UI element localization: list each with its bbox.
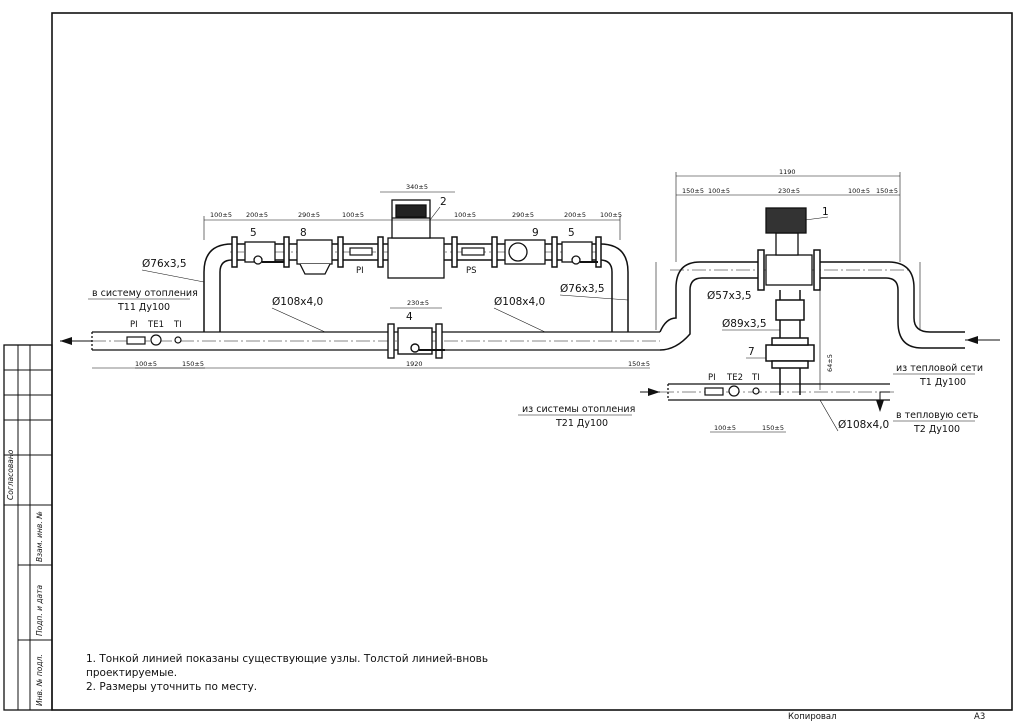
dim-100-f: 100±5	[708, 187, 730, 195]
pos-7: 7	[748, 346, 755, 358]
dim-100-h: 100±5	[714, 424, 736, 432]
pos-9: 9	[532, 227, 539, 239]
right-riser	[599, 243, 629, 332]
stamp-agreed: Согласовано	[6, 449, 15, 500]
arrow-from-heating	[648, 388, 660, 396]
right-flanges	[757, 249, 821, 291]
stamp-sign-date: Подп. и дата	[35, 585, 44, 636]
stamp-copied: Копировал	[788, 712, 837, 722]
ti-lower	[752, 387, 760, 395]
te2-sensor	[728, 385, 740, 397]
arrow-to-heating	[60, 337, 72, 345]
pos-8: 8	[300, 227, 307, 239]
dim-100-a: 100±5	[210, 211, 232, 219]
pi-upper-gauge	[349, 247, 373, 256]
dim-150-d: 150±5	[876, 187, 898, 195]
flow-from-network: из тепловой сети	[896, 363, 983, 374]
dim-1920: 1920	[406, 360, 423, 368]
flow-from-network-code: Т1 Ду100	[919, 377, 966, 388]
pos-5-left: 5	[250, 227, 257, 239]
stamp-column	[3, 344, 53, 711]
check-valve-9	[504, 239, 546, 265]
arrow-from-network	[966, 336, 978, 344]
label-d108-mid: Ø108х4,0	[494, 296, 545, 308]
note-line-3: 2. Размеры уточнить по месту.	[86, 681, 258, 693]
dim-100-b: 100±5	[342, 211, 364, 219]
label-te2: TE2	[726, 373, 743, 383]
dim-340: 340±5	[406, 183, 428, 191]
vertical-stand-7	[765, 290, 815, 395]
stamp-format: А3	[974, 712, 985, 722]
stamp-inv-orig: Инв. № подл.	[35, 654, 44, 706]
dimension-lines	[92, 172, 921, 433]
filter-8	[296, 239, 333, 275]
dim-200-a: 200±5	[246, 211, 268, 219]
dim-290-b: 290±5	[512, 211, 534, 219]
label-te1: TE1	[147, 320, 164, 330]
right-block-pipes	[659, 261, 965, 351]
label-d76-right: Ø76х3,5	[560, 283, 605, 295]
label-ti-lower: TI	[751, 373, 760, 383]
valve-5-left	[244, 241, 284, 265]
pump-2	[387, 199, 445, 279]
ps-upper-gauge	[461, 247, 485, 256]
arrow-to-network	[876, 400, 884, 412]
pos-4: 4	[406, 311, 413, 323]
notes: 1. Тонкой линией показаны существующие у…	[86, 652, 488, 694]
flow-to-network: в тепловую сеть	[896, 410, 979, 421]
pos-2: 2	[440, 196, 447, 208]
valve-5-right	[561, 241, 598, 265]
flow-to-network-code: Т2 Ду100	[913, 424, 960, 435]
flow-from-heating: из системы отопления	[522, 404, 635, 415]
label-pi-lower: PI	[708, 373, 716, 383]
pos-1: 1	[822, 206, 829, 218]
dim-150-a: 150±5	[182, 360, 204, 368]
dim-230-valve: 230±5	[407, 299, 429, 307]
dim-200-b: 200±5	[564, 211, 586, 219]
upper-flanges	[231, 236, 602, 268]
flow-from-heating-code: Т21 Ду100	[555, 418, 608, 429]
dim-100-d: 100±5	[600, 211, 622, 219]
pos-5-right: 5	[568, 227, 575, 239]
dim-230-pump: 230±5	[778, 187, 800, 195]
dim-100-c: 100±5	[454, 211, 476, 219]
label-d108-left: Ø108х4,0	[272, 296, 323, 308]
label-pi-left: PI	[130, 320, 138, 330]
label-ti-left: TI	[173, 320, 182, 330]
dim-290-a: 290±5	[298, 211, 320, 219]
label-pi-upper: PI	[356, 266, 364, 276]
note-line-1: 1. Тонкой линией показаны существующие у…	[86, 653, 489, 665]
left-riser	[203, 243, 233, 332]
label-d76-left: Ø76х3,5	[142, 258, 187, 270]
dim-64: 64±5	[826, 354, 834, 372]
pi-lower-gauge	[704, 387, 724, 396]
pi-left-gauge	[126, 336, 146, 345]
valve-4	[387, 323, 445, 359]
flow-to-heating-code: Т11 Ду100	[117, 302, 170, 313]
dim-100-e: 100±5	[135, 360, 157, 368]
te1-sensor	[150, 334, 162, 346]
dim-150-b: 150±5	[628, 360, 650, 368]
stamp-inv-replace: Взам. инв. №	[35, 511, 44, 562]
label-ps-upper: PS	[466, 266, 477, 276]
label-d57: Ø57х3,5	[707, 290, 752, 302]
label-d108-lower: Ø108х4,0	[838, 419, 889, 431]
ti-left	[174, 336, 182, 344]
dim-100-g: 100±5	[848, 187, 870, 195]
dim-1190: 1190	[779, 168, 796, 176]
dim-150-e: 150±5	[762, 424, 784, 432]
dim-150-c: 150±5	[682, 187, 704, 195]
control-valve-1	[765, 207, 813, 286]
flow-to-heating: в систему отопления	[92, 288, 198, 299]
label-d89: Ø89х3,5	[722, 318, 767, 330]
note-line-2: проектируемые.	[86, 667, 178, 679]
